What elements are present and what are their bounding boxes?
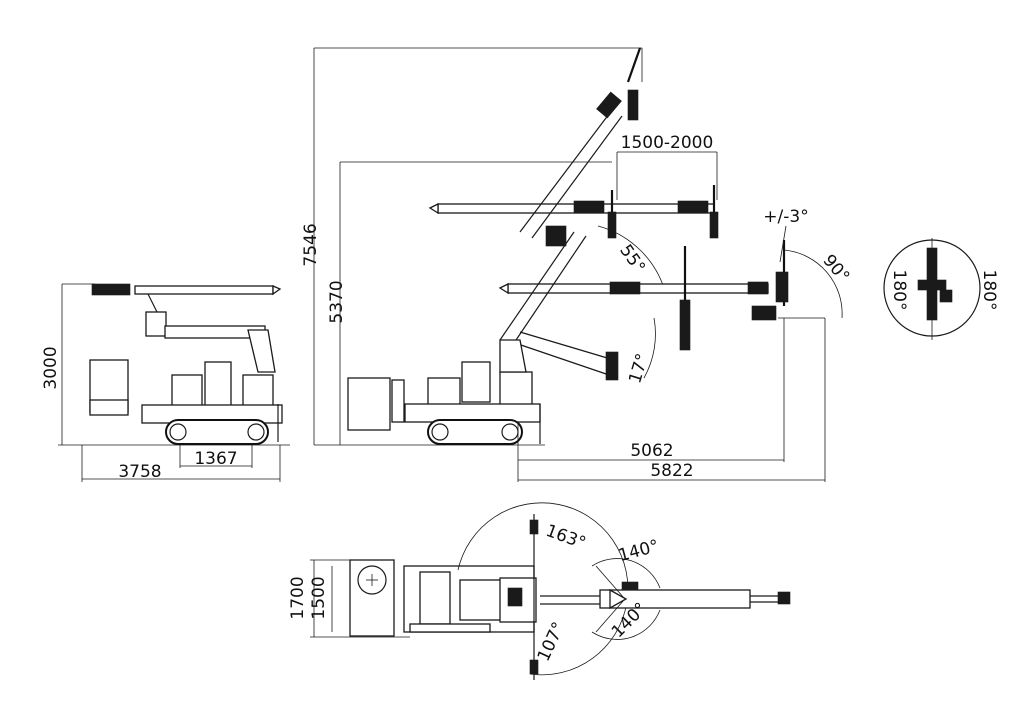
dim-5062: 5062 (630, 441, 673, 461)
dim-3000: 3000 (41, 346, 61, 389)
dim-1700: 1700 (288, 576, 308, 619)
upper-jack-group (573, 185, 719, 239)
angle-90: 90° (818, 251, 853, 287)
rotation-180-right: 180° (979, 270, 999, 311)
head-140-top: 140° (616, 536, 661, 566)
angle-55: 55° (615, 241, 649, 277)
dim-5370: 5370 (327, 280, 347, 323)
tilt-3: +/-3° (763, 207, 808, 227)
swing-163: 163° (543, 521, 588, 554)
dim-7546: 7546 (301, 223, 321, 266)
dim-1367: 1367 (194, 449, 237, 469)
dim-5822: 5822 (650, 461, 693, 481)
dim-3758: 3758 (118, 462, 161, 482)
head-rotation-detail: 180° 180° (883, 238, 999, 340)
top-view: 1700 1500 163° 107° 140° 140° (288, 502, 791, 680)
rotation-180-left: 180° (889, 270, 909, 311)
side-view-extended: 7546 5370 1500-2000 55° (301, 47, 853, 482)
dim-1500: 1500 (309, 576, 329, 619)
swing-107: 107° (534, 619, 569, 665)
side-view-compact: 3000 3758 1367 (41, 283, 290, 482)
dim-1500-2000: 1500-2000 (621, 133, 714, 153)
angle-17: 17° (625, 351, 653, 386)
